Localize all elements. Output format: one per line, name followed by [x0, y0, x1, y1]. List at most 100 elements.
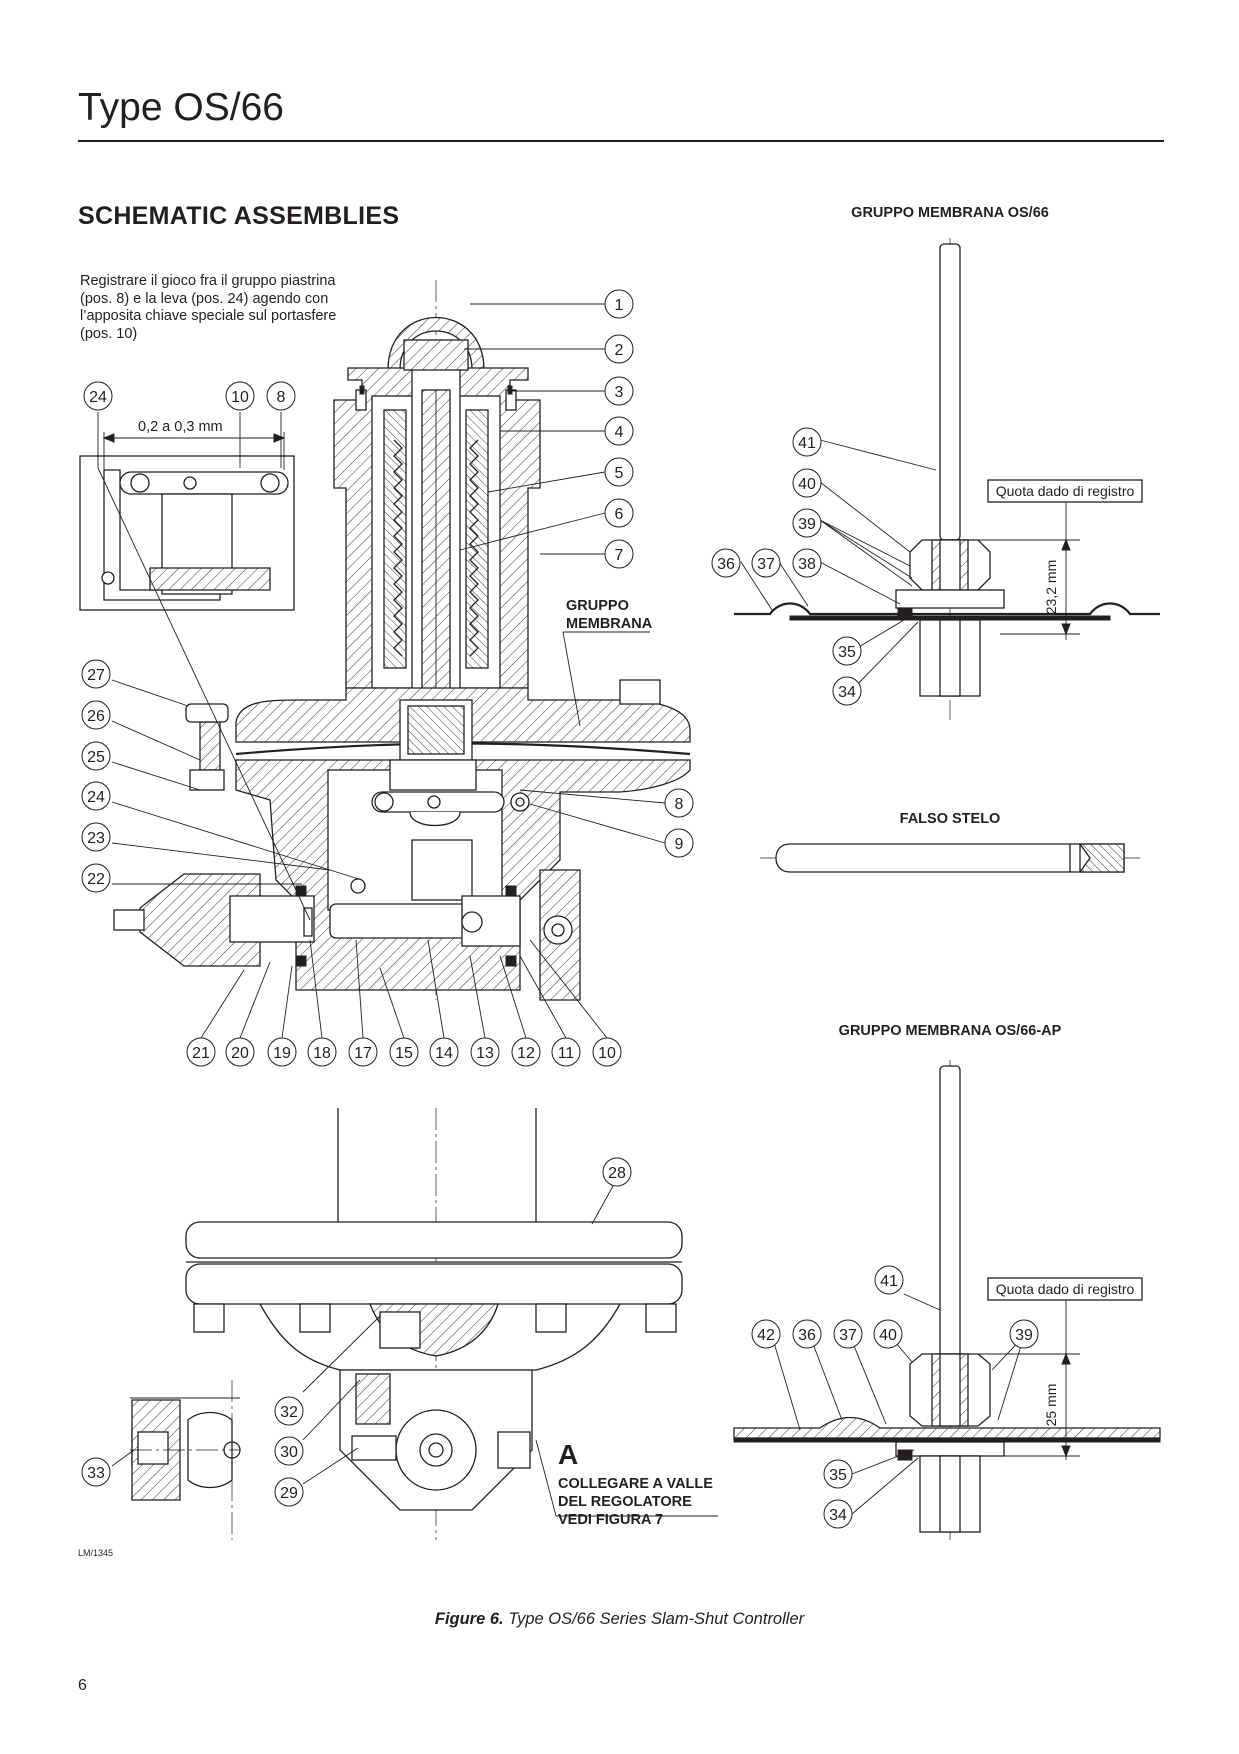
figure-title: Type OS/66 Series Slam-Shut Controller	[508, 1610, 805, 1628]
falso-stelo-view	[760, 843, 1140, 873]
callout-17: 17	[348, 1037, 378, 1067]
svg-text:36: 36	[717, 556, 735, 573]
group-title-os66ap: GRUPPO MEMBRANA OS/66-AP	[838, 1023, 1062, 1039]
svg-text:34: 34	[829, 1507, 847, 1524]
callout-22: 22	[81, 863, 111, 893]
callouts-lower: 28 32 30 29 33	[81, 1157, 632, 1507]
page-title: Type OS/66	[78, 86, 284, 129]
callouts-main-left: 27 26 25 24 23 22	[81, 659, 111, 893]
svg-text:19: 19	[273, 1045, 291, 1062]
svg-text:5: 5	[615, 465, 624, 482]
svg-text:9: 9	[675, 836, 684, 853]
svg-text:34: 34	[838, 684, 856, 701]
callout-21: 21	[186, 1037, 216, 1067]
svg-text:10: 10	[231, 389, 249, 406]
collegare-label-1: COLLEGARE A VALLE	[558, 1476, 713, 1492]
svg-text:20: 20	[231, 1045, 249, 1062]
callout-os66ap-41: 41	[874, 1265, 904, 1295]
callout-10: 10	[592, 1037, 622, 1067]
callout-2: 2	[604, 334, 634, 364]
section-letter-a: A	[558, 1439, 578, 1470]
detail-inset	[79, 412, 295, 611]
callout-20: 20	[225, 1037, 255, 1067]
figure-number: Figure 6.	[434, 1610, 504, 1628]
callout-3: 3	[604, 376, 634, 406]
svg-text:27: 27	[87, 667, 105, 684]
svg-text:4: 4	[615, 424, 624, 441]
callout-18: 18	[307, 1037, 337, 1067]
callout-os66-39: 39	[792, 508, 822, 538]
callout-15: 15	[389, 1037, 419, 1067]
svg-text:35: 35	[829, 1467, 847, 1484]
callout-os66ap-35: 35	[823, 1459, 853, 1489]
callouts-main-right: 1 2 3 4 5 6 7 8 9	[604, 289, 694, 858]
callout-os66-34: 34	[832, 676, 862, 706]
svg-text:8: 8	[277, 389, 286, 406]
gruppo-membrana-label-1: GRUPPO	[566, 598, 629, 614]
callouts-os66: 41 40 39 36 37 38 35 34	[711, 427, 862, 706]
callouts-main-bottom: 21 20 19 18 17 15 14 13 12 11 10	[186, 1037, 622, 1067]
leader-lines	[97, 303, 1025, 1517]
svg-text:39: 39	[1015, 1327, 1033, 1344]
svg-text:17: 17	[354, 1045, 372, 1062]
svg-text:37: 37	[839, 1327, 857, 1344]
svg-text:18: 18	[313, 1045, 331, 1062]
callout-6: 6	[604, 498, 634, 528]
callout-detail-8: 8	[266, 381, 296, 411]
membrane-os66ap-view	[733, 1060, 1161, 1540]
callout-os66-41: 41	[792, 427, 822, 457]
svg-text:2: 2	[615, 342, 624, 359]
callout-os66ap-42: 42	[751, 1319, 781, 1349]
svg-text:32: 32	[280, 1404, 298, 1421]
svg-text:40: 40	[879, 1327, 897, 1344]
collegare-label-3: VEDI FIGURA 7	[558, 1512, 663, 1528]
svg-text:37: 37	[757, 556, 775, 573]
svg-text:14: 14	[435, 1045, 453, 1062]
svg-text:41: 41	[798, 435, 816, 452]
callout-19: 19	[267, 1037, 297, 1067]
svg-text:11: 11	[558, 1045, 575, 1062]
svg-text:8: 8	[675, 796, 684, 813]
callout-9: 9	[664, 828, 694, 858]
callout-4: 4	[604, 416, 634, 446]
svg-text:36: 36	[798, 1327, 816, 1344]
callout-25: 25	[81, 741, 111, 771]
figure-caption: Figure 6. Type OS/66 Series Slam-Shut Co…	[0, 1610, 1239, 1629]
callout-detail-10: 10	[225, 381, 255, 411]
svg-text:12: 12	[517, 1045, 535, 1062]
svg-text:39: 39	[798, 516, 816, 533]
svg-text:35: 35	[838, 644, 856, 661]
callout-os66-40: 40	[792, 468, 822, 498]
callout-27: 27	[81, 659, 111, 689]
svg-text:10: 10	[598, 1045, 616, 1062]
quota-label-1: Quota dado di registro	[996, 483, 1135, 499]
callout-24: 24	[81, 781, 111, 811]
svg-text:38: 38	[798, 556, 816, 573]
page-number: 6	[78, 1677, 87, 1694]
svg-text:3: 3	[615, 384, 624, 401]
svg-text:28: 28	[608, 1165, 626, 1182]
callout-os66-37: 37	[751, 548, 781, 578]
svg-text:42: 42	[757, 1327, 775, 1344]
svg-text:1: 1	[615, 297, 624, 314]
svg-text:22: 22	[87, 871, 105, 888]
svg-text:24: 24	[89, 389, 107, 406]
callout-13: 13	[470, 1037, 500, 1067]
callout-1: 1	[604, 289, 634, 319]
collegare-label-2: DEL REGOLATORE	[558, 1494, 692, 1510]
drawing-code: LM/1345	[78, 1548, 114, 1558]
callout-11: 11	[551, 1037, 581, 1067]
callout-26: 26	[81, 700, 111, 730]
svg-text:33: 33	[87, 1465, 105, 1482]
gap-label: 0,2 a 0,3 mm	[138, 419, 223, 435]
callout-os66ap-36: 36	[792, 1319, 822, 1349]
callout-32: 32	[274, 1396, 304, 1426]
svg-text:15: 15	[395, 1045, 413, 1062]
svg-text:13: 13	[476, 1045, 494, 1062]
callout-detail-24: 24	[83, 381, 113, 411]
dimension-label-2: 25 mm	[1043, 1384, 1059, 1427]
callout-29: 29	[274, 1477, 304, 1507]
callout-os66-35: 35	[832, 636, 862, 666]
main-section-view	[113, 280, 691, 1001]
dimension-label-1: 23,2 mm	[1043, 560, 1059, 614]
